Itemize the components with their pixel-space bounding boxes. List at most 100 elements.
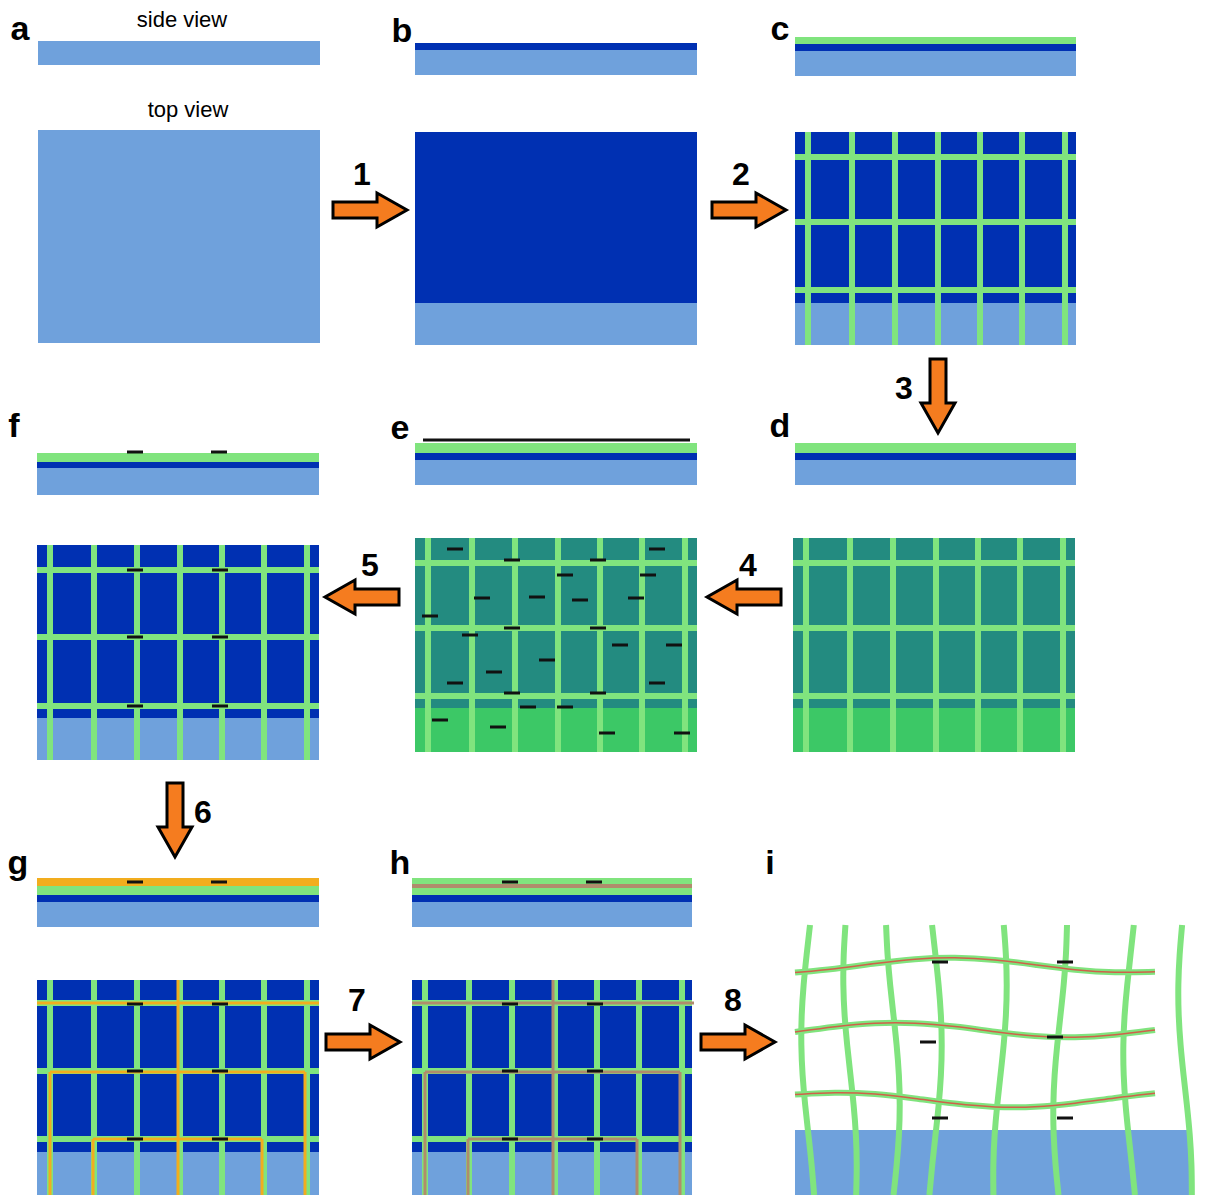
grid-line [1060, 538, 1066, 752]
nanowire [127, 881, 143, 884]
panel-letter: f [8, 408, 19, 442]
grid-line [425, 538, 431, 752]
step-number: 4 [739, 549, 757, 581]
electrode-core [795, 1023, 1155, 1038]
grid-line [679, 980, 685, 1195]
nanowire [490, 726, 506, 729]
nanowire [127, 451, 143, 454]
layer [795, 37, 1076, 44]
grid-line [1062, 132, 1068, 345]
layer [37, 886, 319, 895]
nanowire [504, 559, 520, 562]
electrode-line [177, 980, 180, 1195]
grid-line [91, 980, 97, 1195]
grid-line [890, 538, 896, 752]
step-arrow [325, 580, 399, 614]
view-caption: side view [137, 9, 227, 31]
layer [412, 884, 692, 888]
nanowire [640, 574, 656, 577]
nanowire [1057, 961, 1073, 964]
substrate [37, 468, 319, 495]
free-fiber [795, 1093, 1155, 1108]
nanowire [502, 1138, 518, 1141]
panel-letter: c [771, 11, 790, 45]
substrate [795, 460, 1076, 485]
grid-line [91, 545, 97, 760]
layer [415, 132, 697, 303]
electrode-line [261, 1139, 264, 1195]
electrode-line [636, 1139, 639, 1195]
nanowire [586, 881, 602, 884]
nanowire [539, 659, 555, 662]
grid-line [793, 693, 1075, 699]
panel-letter: b [392, 13, 413, 47]
grid-line [975, 538, 981, 752]
free-fiber [795, 1023, 1155, 1038]
nanowire [474, 597, 490, 600]
layer [37, 462, 319, 468]
grid-line [415, 625, 697, 631]
nanowire [211, 451, 227, 454]
grid-line [509, 980, 515, 1195]
nanowire [127, 1003, 143, 1006]
nanowire [432, 719, 448, 722]
grid-line [37, 567, 319, 573]
nanowire [529, 596, 545, 599]
layer [795, 44, 1076, 51]
grid-line [177, 545, 183, 760]
nanowire [920, 1041, 936, 1044]
layer [37, 895, 319, 902]
nanowire [590, 627, 606, 630]
nanowire [557, 706, 573, 709]
nanowire [212, 569, 228, 572]
nanowire [127, 705, 143, 708]
nanowire [212, 1138, 228, 1141]
substrate [415, 50, 697, 75]
step-number: 6 [194, 796, 212, 828]
grid-line [805, 132, 811, 345]
grid-line [555, 538, 561, 752]
nanowire [422, 615, 438, 618]
grid-line [977, 132, 983, 345]
grid-line [552, 980, 558, 1195]
electrode-line [50, 1071, 305, 1074]
grid-line [892, 132, 898, 345]
panel-letter: h [390, 845, 411, 879]
grid-line [177, 980, 183, 1195]
grid-line [795, 154, 1076, 160]
nanowire [212, 636, 228, 639]
substrate [412, 902, 692, 927]
nanowire [599, 732, 615, 735]
grid-line [803, 538, 809, 752]
grid-line [594, 980, 600, 1195]
electrode-line [93, 1138, 262, 1141]
grid-line [466, 980, 472, 1195]
step-number: 1 [353, 158, 371, 190]
step-number: 2 [732, 158, 750, 190]
grid-line [793, 560, 1075, 566]
nanowire [504, 692, 520, 695]
grid-line [935, 132, 941, 345]
step-arrow [701, 1025, 775, 1059]
nanowire [1047, 1036, 1063, 1039]
grid-line [795, 287, 1076, 293]
nanowire [486, 671, 502, 674]
nanowire [502, 881, 518, 884]
grid-line [304, 545, 310, 760]
panel-letter: a [11, 11, 30, 45]
electrode-line [424, 1072, 427, 1195]
nanowire [447, 548, 463, 551]
nanowire [590, 559, 606, 562]
grid-line [37, 703, 319, 709]
grid-line [219, 545, 225, 760]
electrode-line [92, 1139, 95, 1195]
grid-line [682, 538, 688, 752]
nanowire [628, 597, 644, 600]
step-arrow [707, 580, 781, 614]
free-fiber [1178, 925, 1192, 1195]
nanowire [674, 732, 690, 735]
nanowire [1057, 1117, 1073, 1120]
electrode-core [795, 1093, 1155, 1108]
step-number: 7 [348, 984, 366, 1016]
